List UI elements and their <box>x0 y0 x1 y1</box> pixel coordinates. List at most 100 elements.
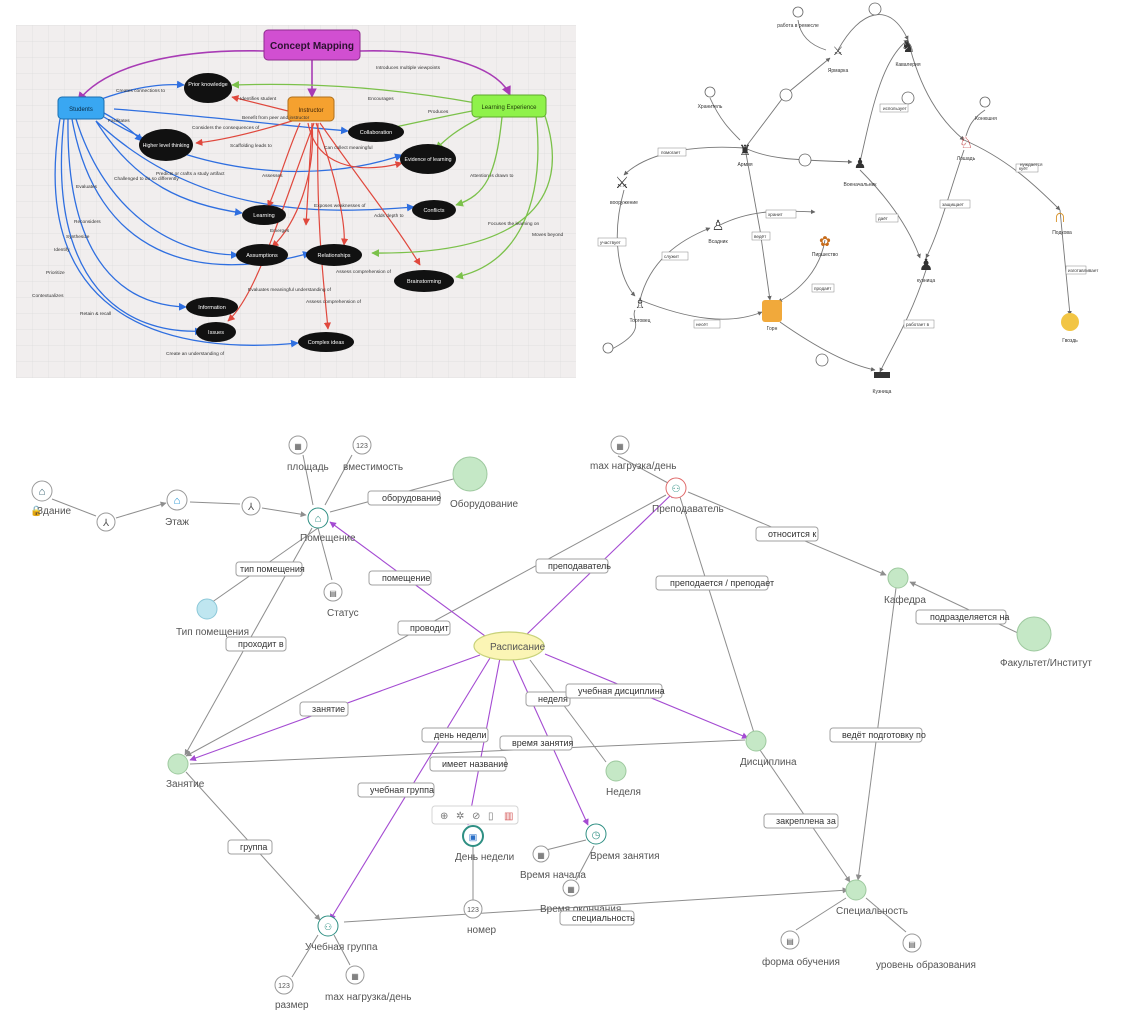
keeper-node[interactable]: Хранитель <box>698 104 723 110</box>
nail-icon[interactable]: Гвоздь <box>1061 313 1079 344</box>
cm-node-assumptions[interactable]: Assumptions <box>236 244 288 266</box>
end-time-node[interactable]: ▦ Время окончания <box>540 879 621 915</box>
medieval-graph-canvas: работа в ремесле ⚔Ярмарка ♞Кавалерия Хра… <box>590 0 1120 400</box>
svg-text:Ярмарка: Ярмарка <box>828 68 849 74</box>
cm-label: Reconsiders <box>74 219 101 225</box>
edge-label-held-in: проходит в <box>225 636 287 652</box>
number-node[interactable]: 123 номер <box>463 899 497 936</box>
department-node[interactable]: Кафедра <box>884 567 926 606</box>
capacity-node[interactable]: 123 вместимость <box>343 435 403 473</box>
cm-label: Encourages <box>368 96 394 102</box>
status-node[interactable]: ▤ Статус <box>323 582 359 619</box>
horse-icon[interactable]: ♘Лошадь <box>957 135 976 162</box>
cm-label: Scaffolding leads to <box>230 143 272 149</box>
doc-icon: ▦ <box>616 442 624 451</box>
building-node[interactable]: ⌂ 🔒 Здание <box>30 480 72 517</box>
trader-icon[interactable]: ♗Торговец <box>630 295 651 324</box>
schedule-nodes: ⌂ 🔒 Здание ⅄ ⌂ Этаж ⅄ ⌂ Помещение ▦ площ… <box>30 435 1092 1011</box>
cm-node-higher-level-thinking[interactable]: Higher level thinking <box>139 129 193 161</box>
svg-text:Факультет/Институт: Факультет/Институт <box>1000 658 1092 669</box>
copy-icon[interactable]: ▯ <box>488 811 494 822</box>
lesson-node[interactable]: Занятие <box>166 753 205 790</box>
svg-text:Торговец: Торговец <box>630 318 651 324</box>
week-node[interactable]: Неделя <box>605 760 641 798</box>
army-icon[interactable]: ♜Армия <box>737 142 752 168</box>
schedule-center-node[interactable]: Расписание <box>473 631 546 661</box>
svg-text:Расписание: Расписание <box>490 642 546 653</box>
cm-node-information[interactable]: Information <box>186 297 238 317</box>
cm-node-evidence-of-learning[interactable]: Evidence of learning <box>400 144 456 174</box>
plus-icon[interactable]: ⊕ <box>440 811 448 822</box>
svg-text:♟: ♟ <box>919 257 933 274</box>
anvil-icon[interactable]: Кузница <box>873 372 892 395</box>
warrior-icon[interactable]: ⚔вооружение <box>610 175 638 206</box>
faculty-node[interactable]: Факультет/Институт <box>1000 616 1092 669</box>
svg-text:Время занятия: Время занятия <box>590 851 660 862</box>
cm-hub-students[interactable]: Students <box>57 96 105 120</box>
officer-icon[interactable]: ♟Военачальник <box>844 155 878 188</box>
schedule-edge-labels: оборудование тип помещения проходит в по… <box>225 490 1009 926</box>
discipline-node[interactable]: Дисциплина <box>740 730 797 768</box>
cm-node-conflicts[interactable]: Conflicts <box>412 200 456 220</box>
cm-node-issues[interactable]: Issues <box>196 322 236 342</box>
settings-icon[interactable]: ✲ <box>456 811 464 822</box>
lesson-time-node[interactable]: ◷ Время занятия <box>585 823 660 862</box>
edge-label-equipment: оборудование <box>367 490 441 506</box>
size-node[interactable]: 123 размер <box>274 975 309 1011</box>
connector-node-2[interactable]: ⅄ <box>241 496 261 516</box>
svg-text:max нагрузка/день: max нагрузка/день <box>590 461 677 472</box>
knight-icon[interactable]: ♞Кавалерия <box>895 39 920 68</box>
group-max-load-node[interactable]: ▦ max нагрузка/день <box>325 965 412 1003</box>
rider-icon[interactable]: ♙Всадник <box>708 217 728 245</box>
cm-label: Synthesize <box>66 234 90 240</box>
cm-node-brainstorming[interactable]: Brainstorming <box>394 270 454 292</box>
teacher-node[interactable]: ⚇ Преподаватель <box>652 477 724 515</box>
cm-label: Produces <box>428 109 449 115</box>
svg-text:Лошадь: Лошадь <box>957 156 976 162</box>
artisan-node[interactable]: работа в ремесле <box>777 23 819 29</box>
cm-node-relationships[interactable]: Relationships <box>306 244 362 266</box>
cm-node-collaboration[interactable]: Collaboration <box>348 122 404 142</box>
svg-text:День недели: День недели <box>455 852 514 863</box>
horseshoe-icon[interactable]: ∩Подкова <box>1052 206 1072 236</box>
area-node[interactable]: ▦ площадь <box>287 435 329 473</box>
room-node[interactable]: ⌂ Помещение <box>300 507 356 544</box>
svg-text:проводит: проводит <box>410 623 449 633</box>
market-icon[interactable]: ⚔Ярмарка <box>828 44 849 74</box>
svg-text:использует: использует <box>883 106 908 111</box>
forge-icon[interactable]: Горн <box>762 300 782 332</box>
edge-label-specialty: специальность <box>559 910 635 926</box>
trash-icon[interactable]: ▥ <box>504 811 513 822</box>
study-form-node[interactable]: ▤ форма обучения <box>762 930 840 968</box>
lock-icon: 🔒 <box>30 505 42 517</box>
medieval-edge-labels: помогает использует куёт хранит участвуе… <box>597 103 1099 329</box>
cm-hub-instructor[interactable]: Instructor <box>287 96 335 122</box>
cm-title-node[interactable]: Concept Mapping <box>263 29 361 61</box>
cm-node-learning[interactable]: Learning <box>242 205 286 225</box>
specialty-node[interactable]: Специальность <box>836 879 908 917</box>
edu-level-node[interactable]: ▤ уровень образования <box>876 933 976 971</box>
svg-text:Гвоздь: Гвоздь <box>1062 338 1078 344</box>
weekday-node[interactable]: ▣ День недели <box>455 825 514 863</box>
stable-node[interactable]: Конюшня <box>975 116 997 122</box>
blacksmith-icon[interactable]: ♟кузница <box>917 257 935 284</box>
svg-text:неделя: неделя <box>538 694 568 704</box>
medieval-edges <box>609 14 1072 373</box>
doc-icon: ▤ <box>908 940 916 949</box>
cm-node-prior-knowledge[interactable]: Prior knowledge <box>184 73 232 103</box>
calendar-icon: ▦ <box>537 851 545 860</box>
room-type-node[interactable]: Тип помещения <box>176 598 249 638</box>
start-time-node[interactable]: ▦ Время начала <box>520 845 586 881</box>
svg-text:♞: ♞ <box>901 39 915 56</box>
feast-icon[interactable]: ✿Пиршество <box>812 233 838 258</box>
cm-title-edges <box>77 50 511 102</box>
svg-text:Время начала: Время начала <box>520 870 586 881</box>
teacher-max-load-node[interactable]: ▦ max нагрузка/день <box>590 435 677 472</box>
connector-node[interactable]: ⅄ <box>96 512 116 532</box>
floor-node[interactable]: ⌂ Этаж <box>165 489 189 528</box>
study-group-node[interactable]: ⚇ Учебная группа <box>305 915 378 953</box>
cm-hub-learning-experience[interactable]: Learning Experience <box>471 94 547 118</box>
link-icon[interactable]: ⊘ <box>472 811 480 822</box>
cm-node-complex-ideas[interactable]: Complex ideas <box>298 332 354 352</box>
equipment-node[interactable]: Оборудование <box>450 456 518 510</box>
